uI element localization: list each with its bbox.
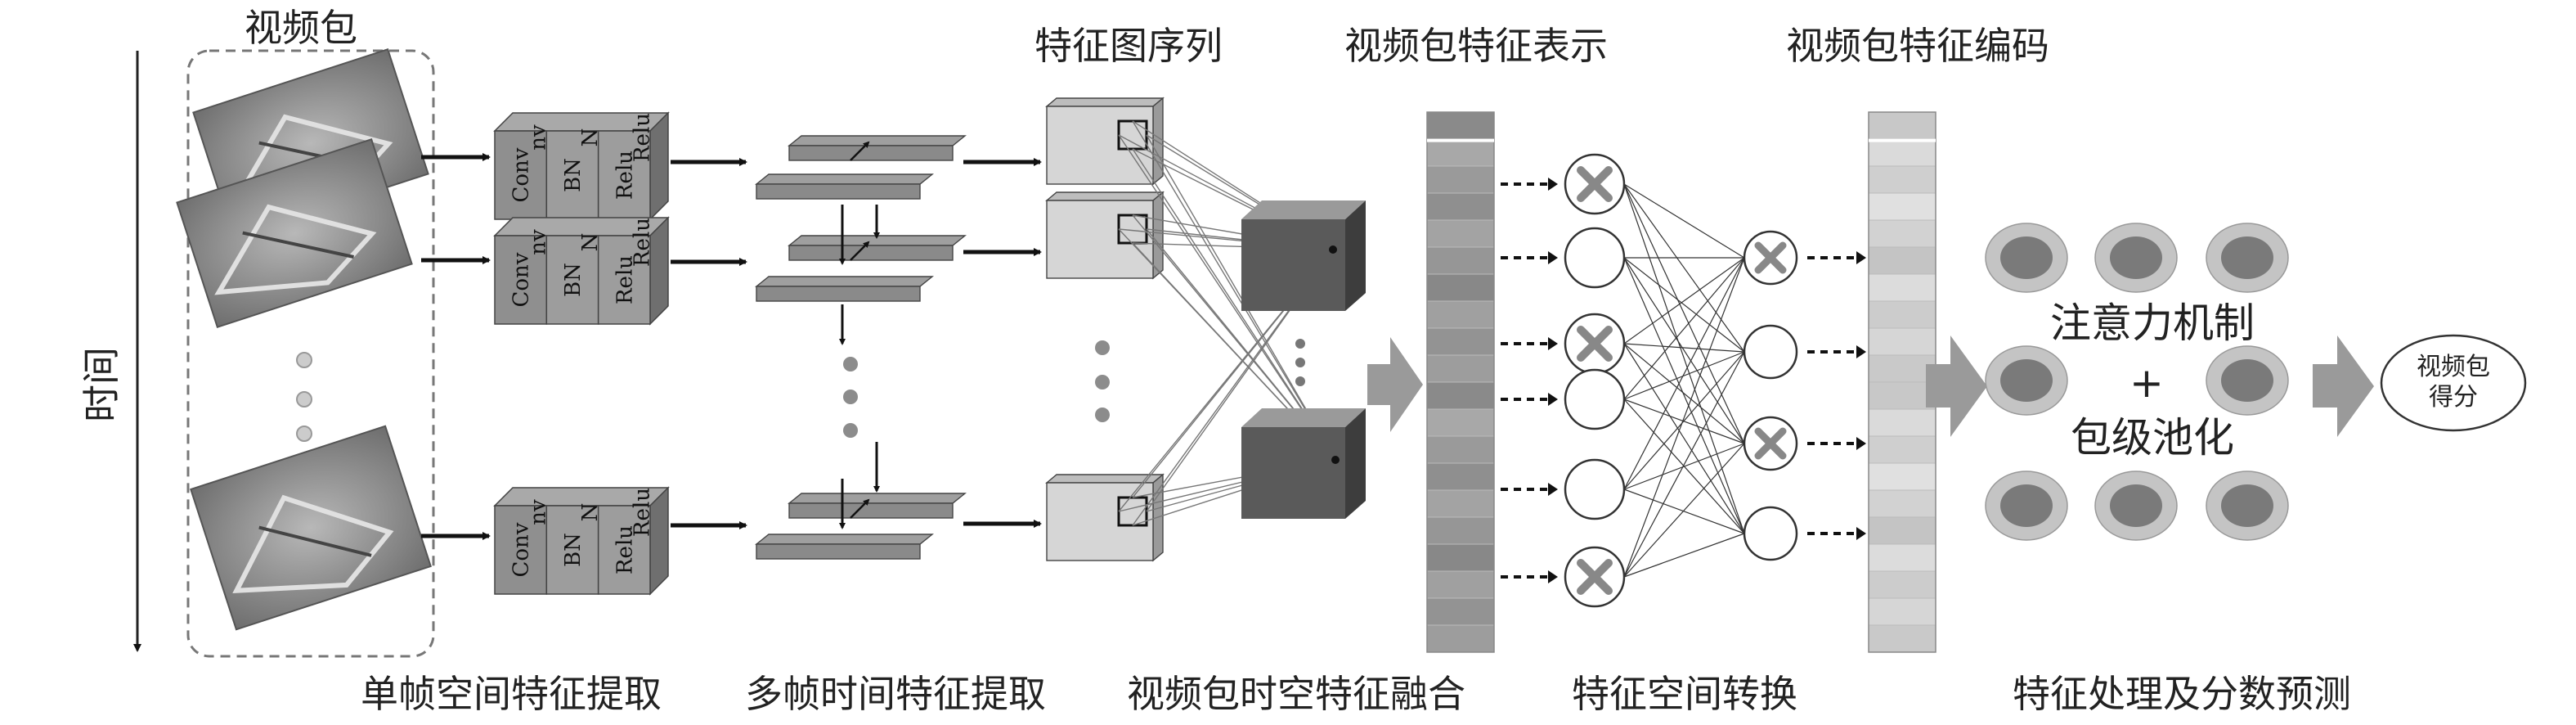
cnn-cell-bn [545, 505, 599, 595]
cnn-cell-conv [494, 235, 548, 325]
feature-map-2 [1045, 191, 1165, 280]
cnn-cell-relu [597, 130, 651, 220]
dropout-x-icon [1577, 559, 1613, 595]
dropout-x-icon [1754, 241, 1787, 274]
temporal-ellipsis [843, 357, 858, 438]
dropout-x-icon [1754, 427, 1787, 460]
bag-score-ellipse [2380, 334, 2527, 432]
bag-feature-code-bar [1868, 111, 1936, 653]
attention-label: 注意力机制 [2050, 299, 2255, 347]
stage-label-4: 特征空间转换 [1572, 672, 1797, 716]
attention-unit-4 [1985, 345, 2068, 416]
input-neuron-3 [1564, 313, 1626, 375]
cnn-back-partial_conv-label: nv [527, 229, 551, 255]
feature-map-3 [1045, 473, 1165, 562]
feature-map-1 [1045, 97, 1165, 186]
temporal-layer-1 [755, 135, 967, 200]
input-neuron-1 [1564, 153, 1626, 215]
repr-to-input-arrows [1501, 178, 1558, 583]
input-neuron-2 [1564, 227, 1626, 289]
output-neuron-1 [1743, 230, 1798, 286]
cnn-cell-conv-label: Conv [509, 522, 534, 577]
dropout-x-icon [1577, 166, 1613, 202]
score-label-line2: 得分 [2429, 383, 2478, 412]
code-big-arrow [1926, 335, 1987, 437]
plus-label: + [2129, 359, 2164, 407]
cnn-cell-relu [597, 505, 651, 595]
input-neuron-6 [1564, 546, 1626, 608]
cnn-cell-bn-label: BN [561, 158, 586, 192]
feature-map-seq-title: 特征图序列 [1034, 24, 1223, 68]
temporal-layer-3 [755, 493, 967, 560]
bag-pooling-label: 包级池化 [2071, 414, 2234, 462]
cnn-cell-relu-label: Relu [613, 255, 637, 304]
cnn-back-partial_bn-label: N [578, 503, 603, 522]
cnn-cell-relu [597, 235, 651, 325]
stage-label-1: 单帧空间特征提取 [361, 672, 662, 716]
output-neuron-2 [1743, 324, 1798, 380]
cnn-cell-bn-label: BN [561, 533, 586, 567]
output-to-code-arrows [1807, 251, 1866, 540]
output-neuron-4 [1743, 506, 1798, 561]
attention-unit-7 [2094, 471, 2178, 541]
fused-cube-top [1241, 200, 1366, 311]
attention-unit-8 [2206, 471, 2289, 541]
featuremap-ellipsis [1095, 340, 1110, 422]
attention-unit-6 [1985, 471, 2068, 541]
video-frame-2 [176, 138, 413, 328]
stage-label-3: 视频包时空特征融合 [1127, 672, 1465, 716]
output-neuron-3 [1743, 416, 1798, 471]
cnn-back-relu-label: Relu [630, 488, 654, 537]
cnn-back-relu-label: Relu [630, 218, 654, 267]
cnn-back-partial_bn-label: N [578, 128, 603, 147]
cnn-stack-1: Conv BN Relu nv N Relu [493, 111, 670, 221]
temporal-to-featuremap-arrows [963, 158, 1042, 528]
cnn-back-partial_conv-label: nv [527, 124, 551, 151]
video-frame-3 [190, 425, 432, 631]
video-bag-title: 视频包 [245, 6, 357, 50]
fusion-big-arrow [1367, 337, 1423, 432]
video-frame-ellipsis [296, 352, 312, 442]
cnn-stack-2: Conv BN Relu nv N Relu [493, 216, 670, 326]
cnn-stack-3: Conv BN Relu nv N Relu [493, 486, 670, 596]
cnn-cell-conv-label: Conv [509, 147, 534, 202]
cnn-cell-relu-label: Relu [613, 525, 637, 574]
bag-feature-repr-bar [1426, 111, 1495, 653]
attention-unit-5 [2206, 345, 2289, 416]
input-neuron-4 [1564, 368, 1626, 430]
cnn-cell-conv [494, 505, 548, 595]
cnn-cell-relu-label: Relu [613, 151, 637, 200]
cnn-to-temporal-arrows [671, 158, 747, 529]
attention-unit-2 [2094, 223, 2178, 293]
fused-cube-ellipsis [1295, 339, 1305, 386]
temporal-down-arrows [839, 205, 880, 529]
dropout-x-icon [1577, 326, 1613, 362]
stage-label-5: 特征处理及分数预测 [2013, 672, 2351, 716]
score-label-line1: 视频包 [2417, 353, 2490, 381]
video-bag-box [186, 49, 435, 658]
cnn-back-partial_conv-label: nv [527, 499, 551, 525]
temporal-layer-2 [755, 235, 967, 302]
input-neuron-5 [1564, 458, 1626, 520]
cnn-back-relu-label: Relu [630, 113, 654, 162]
attention-unit-3 [2206, 223, 2289, 293]
fused-cube-bottom [1241, 408, 1366, 519]
time-axis-label: 时间 [79, 347, 123, 422]
bag-feature-code-title: 视频包特征编码 [1786, 24, 2049, 68]
bag-feature-repr-title: 视频包特征表示 [1344, 24, 1608, 68]
attention-unit-1 [1985, 223, 2068, 293]
stage-label-2: 多帧时间特征提取 [745, 672, 1046, 716]
cnn-cell-conv-label: Conv [509, 252, 534, 307]
nn-edges [1623, 183, 1745, 578]
score-big-arrow [2313, 335, 2374, 437]
cnn-back-partial_bn-label: N [578, 233, 603, 252]
cnn-cell-bn-label: BN [561, 263, 586, 297]
frame-to-cnn-arrows [421, 153, 491, 540]
